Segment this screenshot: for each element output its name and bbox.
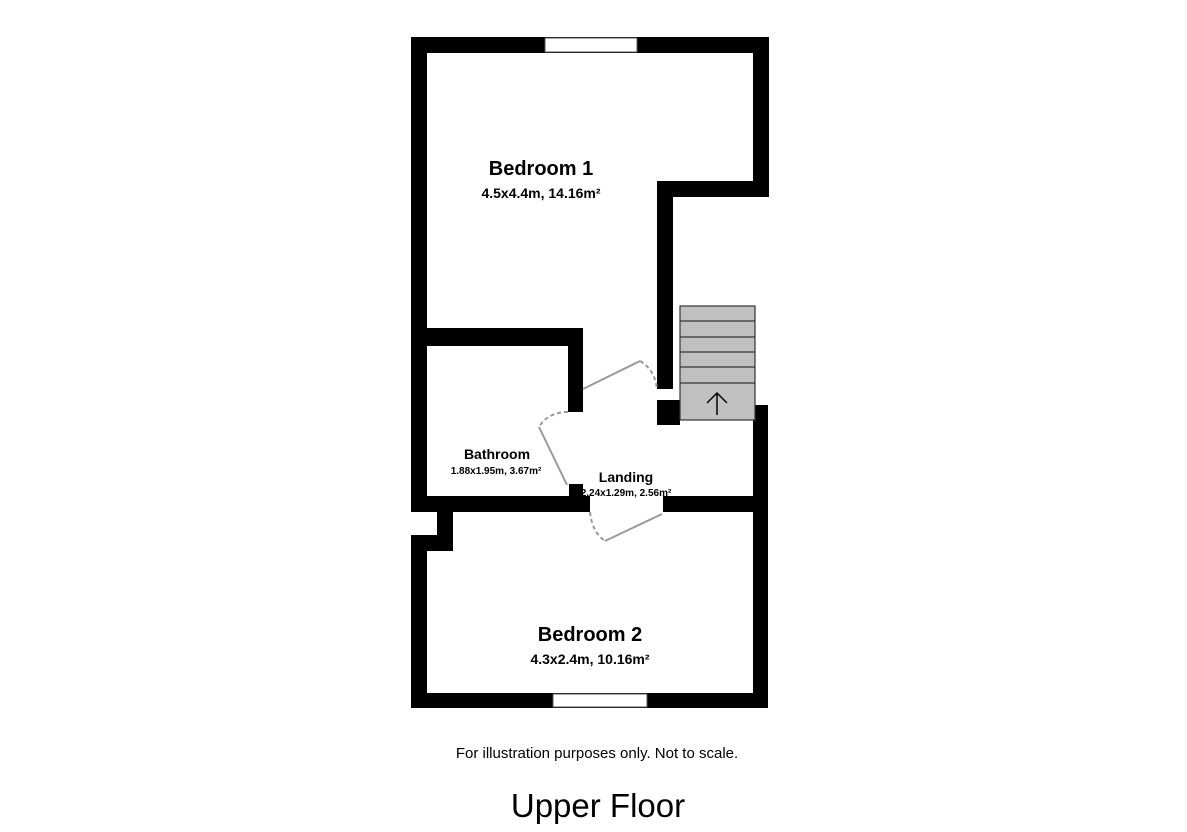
room-name-landing: Landing <box>599 469 653 485</box>
room-dimensions-bedroom-1: 4.5x4.4m, 14.16m² <box>481 185 600 201</box>
windows <box>544 37 648 708</box>
room-dimensions-bathroom: 1.88x1.95m, 3.67m² <box>451 466 542 477</box>
room-name-bathroom: Bathroom <box>464 446 530 462</box>
room-name-bedroom-2: Bedroom 2 <box>538 624 642 646</box>
disclaimer: For illustration purposes only. Not to s… <box>456 745 738 762</box>
arrow-up-icon <box>706 391 728 415</box>
room-dimensions-landing: 2.24x1.29m, 2.56m² <box>581 488 672 499</box>
walls <box>411 37 769 708</box>
floor-title: Upper Floor <box>511 787 685 824</box>
stairs <box>679 305 756 421</box>
room-name-bedroom-1: Bedroom 1 <box>489 158 593 180</box>
doors <box>538 360 663 542</box>
room-dimensions-bedroom-2: 4.3x2.4m, 10.16m² <box>530 651 649 667</box>
